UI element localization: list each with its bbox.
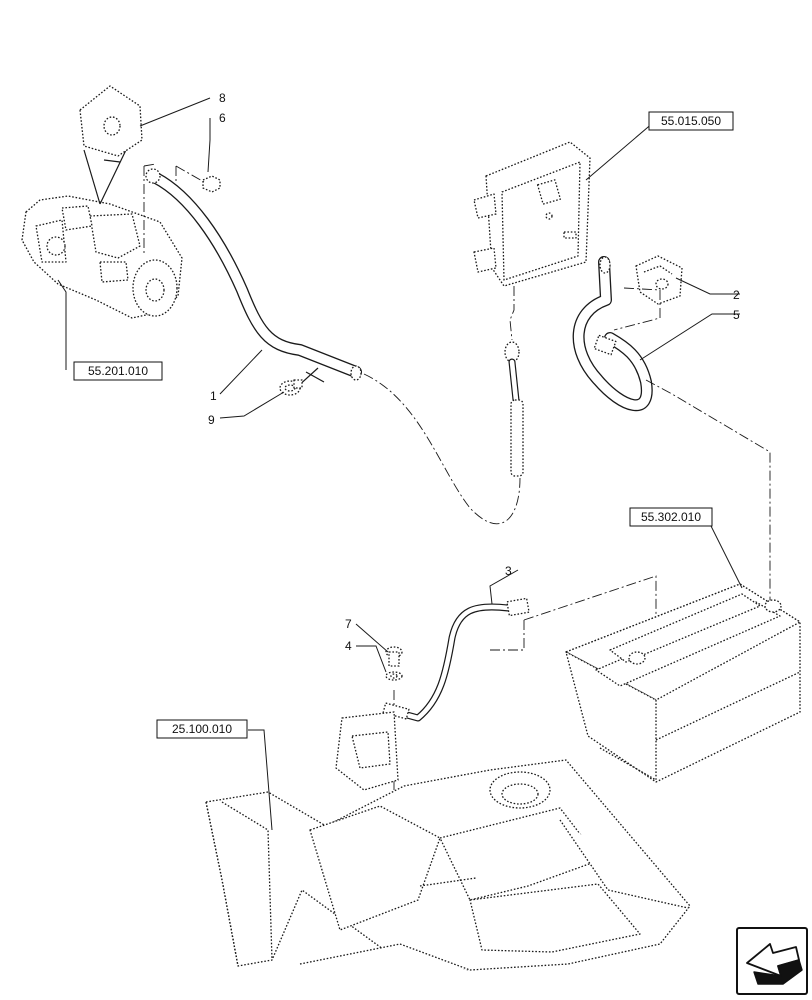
cable-cut-mark-2 (305, 371, 325, 383)
fuse-holder (635, 255, 683, 305)
callout-4: 4 (345, 639, 352, 653)
ground-cable (382, 597, 530, 722)
main-starter-cable (145, 168, 362, 381)
starter-tick (103, 159, 121, 163)
callout-1: 1 (210, 389, 217, 403)
reference-starter[interactable]: 55.201.010 (73, 361, 163, 381)
callout-labels: 8 6 1 9 2 5 3 7 4 (208, 91, 740, 653)
starter-pointer-2 (99, 149, 127, 205)
chassis-frame (205, 711, 691, 971)
hose-clamp (279, 379, 303, 396)
reference-frame-label: 25.100.010 (172, 722, 232, 736)
callout-8: 8 (219, 91, 226, 105)
bolt-and-washer (385, 646, 403, 681)
electronic-module (473, 141, 591, 287)
reference-starter-label: 55.201.010 (88, 364, 148, 378)
nut (202, 175, 221, 193)
leader-lines (57, 97, 743, 831)
callout-9: 9 (208, 413, 215, 427)
callout-7: 7 (345, 617, 352, 631)
starter-pointer (83, 149, 101, 205)
starter-motor (21, 195, 183, 319)
fuse-link-cable (504, 341, 524, 477)
callout-3: 3 (505, 564, 512, 578)
callout-6: 6 (219, 111, 226, 125)
reference-frame[interactable]: 25.100.010 (156, 719, 248, 739)
reference-module[interactable]: 55.015.050 (648, 111, 734, 131)
callout-5: 5 (733, 308, 740, 322)
protective-cap (79, 85, 143, 157)
reference-battery-label: 55.302.010 (641, 510, 701, 524)
reference-battery[interactable]: 55.302.010 (629, 507, 713, 527)
arrow-navigation-icon[interactable] (736, 927, 808, 995)
callout-2: 2 (733, 288, 740, 302)
reference-module-label: 55.015.050 (661, 114, 721, 128)
battery (565, 583, 801, 783)
loop-battery-cable (572, 256, 653, 412)
